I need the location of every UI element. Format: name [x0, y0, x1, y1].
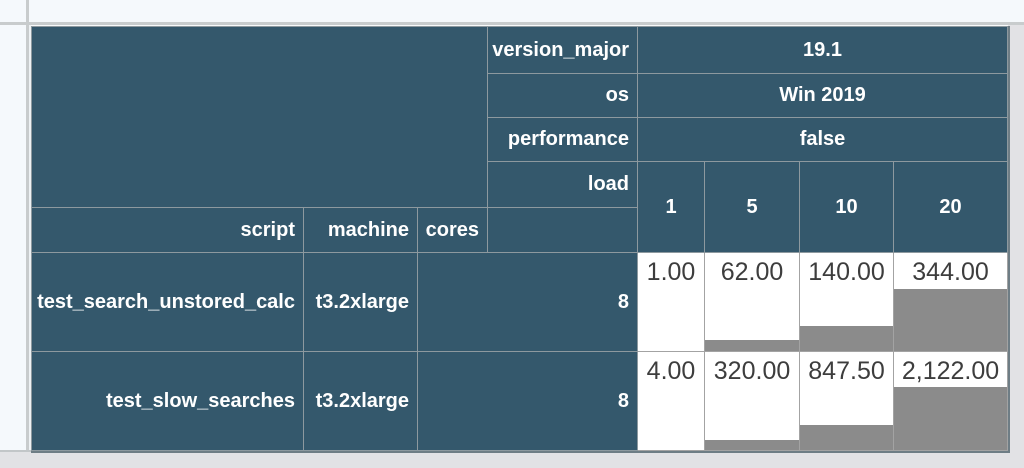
value-cell: 847.50 — [799, 351, 895, 451]
pivot-table: version_major 19.1 os Win 2019 performan… — [30, 26, 1009, 451]
blank-header-cell — [487, 207, 639, 253]
value-text: 4.00 — [646, 357, 696, 385]
value-cell: 320.00 — [704, 351, 801, 451]
value-cell: 2,122.00 — [893, 351, 1009, 451]
top-gutter — [0, 0, 1024, 22]
value-cell: 344.00 — [893, 252, 1009, 352]
row-label-machine: t3.2xlarge — [303, 351, 418, 451]
pivot-table-wrapper: version_major 19.1 os Win 2019 performan… — [30, 26, 1011, 453]
load-level-header-1: 1 — [637, 161, 706, 253]
bottom-left-rule — [0, 450, 31, 452]
value-text: 140.00 — [808, 258, 885, 286]
value-cell: 62.00 — [704, 252, 801, 352]
corner-cell — [30, 26, 489, 208]
value-text: 2,122.00 — [901, 357, 1000, 385]
row-label-script: test_slow_searches — [31, 351, 304, 451]
value-text: 320.00 — [713, 357, 791, 385]
value-bar — [800, 424, 893, 450]
col-attr-value-os: Win 2019 — [637, 73, 1009, 118]
col-attr-label-version-major: version_major — [487, 26, 639, 74]
gutter-rule-horizontal — [0, 22, 1024, 25]
table-top-edge-highlight — [29, 25, 1008, 26]
row-attr-header-script: script — [31, 207, 304, 253]
value-bar — [894, 289, 1007, 351]
table-left-edge-highlight — [29, 25, 31, 450]
value-text: 847.50 — [808, 357, 885, 385]
value-text: 1.00 — [646, 258, 696, 286]
value-bar — [705, 339, 799, 351]
value-cell: 140.00 — [799, 252, 895, 352]
left-gutter — [0, 0, 26, 450]
col-attr-value-version-major: 19.1 — [637, 26, 1009, 74]
value-bar — [705, 440, 799, 450]
value-bar — [800, 325, 893, 351]
row-label-script: test_search_unstored_calc — [31, 252, 304, 352]
row-label-cores: 8 — [416, 252, 639, 352]
gutter-rule-vertical — [26, 0, 29, 451]
col-attr-label-os: os — [487, 73, 639, 118]
row-attr-header-machine: machine — [303, 207, 418, 253]
load-level-header-20: 20 — [893, 161, 1009, 253]
row-label-machine: t3.2xlarge — [303, 252, 418, 352]
row-attr-header-cores: cores — [416, 207, 489, 253]
value-cell: 4.00 — [637, 351, 706, 451]
col-attr-label-performance: performance — [487, 117, 639, 162]
value-bar — [894, 386, 1007, 450]
load-level-header-5: 5 — [704, 161, 801, 253]
value-text: 62.00 — [720, 258, 784, 286]
load-level-header-10: 10 — [799, 161, 895, 253]
row-label-cores: 8 — [416, 351, 639, 451]
col-attr-label-load: load — [487, 161, 639, 208]
col-attr-value-performance: false — [637, 117, 1009, 162]
value-cell: 1.00 — [637, 252, 706, 352]
value-text: 344.00 — [912, 258, 989, 286]
